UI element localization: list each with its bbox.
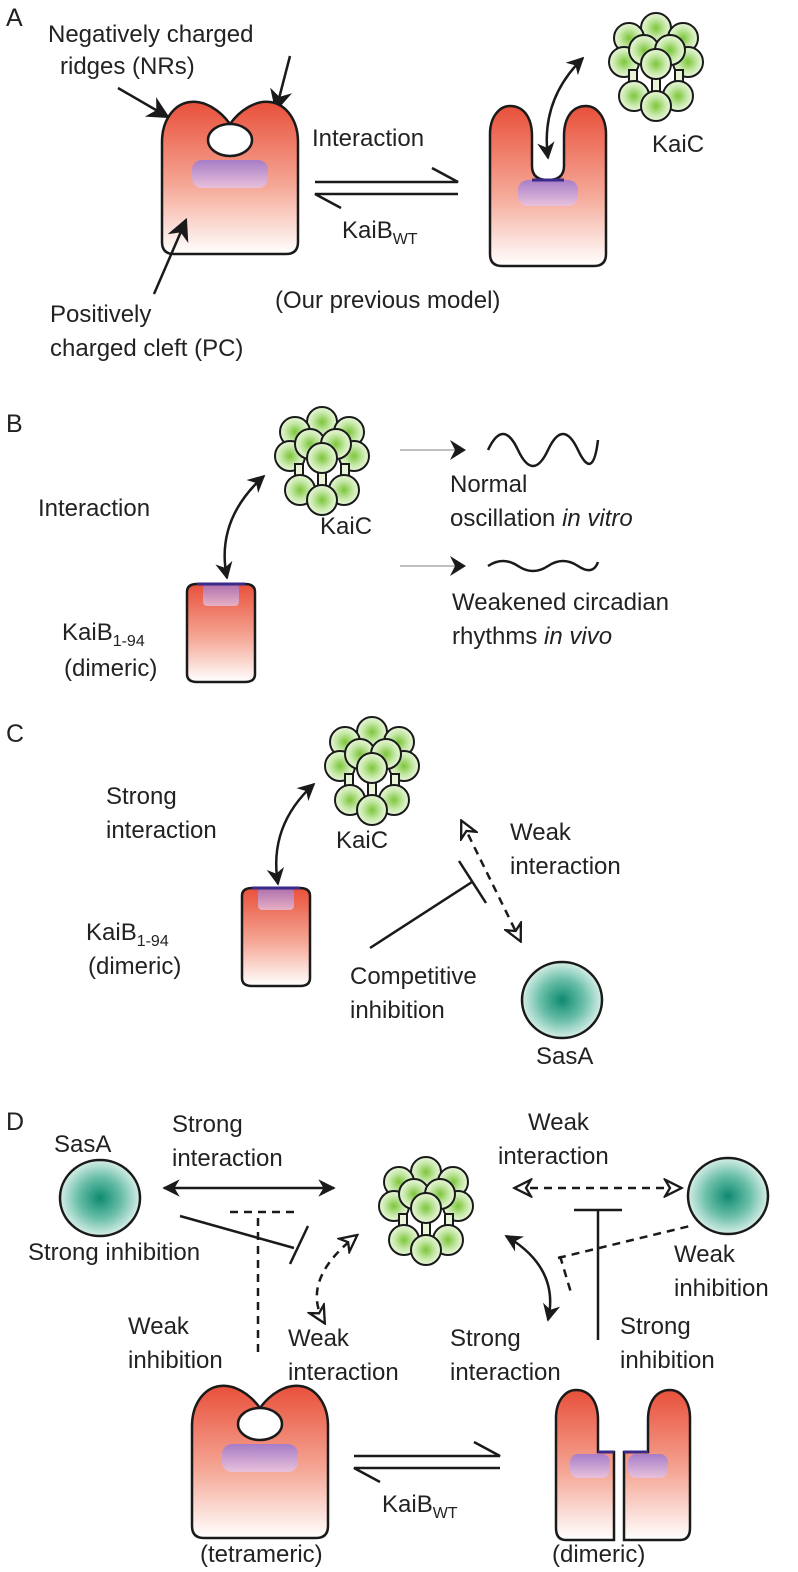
weak-inhib-left-line2: inhibition: [128, 1347, 223, 1374]
kaib-label-b: KaiB1-94: [62, 619, 145, 650]
weak-interaction-arrow-c: [462, 822, 520, 940]
forward-arrow-a: [315, 166, 459, 184]
weak-inhib-right-line1: Weak: [674, 1241, 736, 1268]
sasa-d-right: [686, 1156, 770, 1236]
competitive-inhibition-line: [369, 880, 473, 950]
nr-pointer-left: [117, 86, 170, 119]
kaib-label-a: KaiBWT: [342, 217, 418, 248]
weak-int-center-line2: interaction: [288, 1359, 399, 1386]
sasa-label-c: SasA: [536, 1043, 593, 1070]
forward-arrow-d: [354, 1440, 501, 1458]
panel-b: B KaiC Interaction KaiB1-94 (dimeric) No…: [6, 406, 669, 684]
weak-inhib-right-line2: inhibition: [674, 1275, 769, 1302]
strong-inhib-right-line2: inhibition: [620, 1347, 715, 1374]
weak-int-top-line2: interaction: [498, 1143, 609, 1170]
dimeric-label-b: (dimeric): [64, 655, 157, 682]
strong-inhib-right-line1: Strong: [620, 1313, 691, 1340]
kaic-hexamer-a: [608, 12, 704, 122]
dimeric-label-c: (dimeric): [88, 953, 181, 980]
weak-int-center-line1: Weak: [288, 1325, 350, 1352]
tetrameric-label-d: (tetrameric): [200, 1541, 323, 1568]
weakened-line2: rhythms in vivo: [452, 623, 612, 650]
nr-label-line1: Negatively charged: [48, 21, 253, 48]
strong-inhibition-label-d: Strong inhibition: [28, 1239, 200, 1266]
kaic-label-c: KaiC: [336, 827, 388, 854]
kaib-tetramer-d: [190, 1384, 330, 1540]
strong-int-line1: Strong: [106, 783, 177, 810]
kaic-hexamer-d: [378, 1156, 474, 1266]
model-note-a: (Our previous model): [275, 287, 500, 314]
pc-label-line2: charged cleft (PC): [50, 335, 243, 362]
nr-pointer-right: [270, 55, 292, 113]
kaib-dimer-c: [240, 886, 312, 988]
normal-line2: oscillation in vitro: [450, 505, 633, 532]
panel-d: D SasA Strong interaction Weak interacti…: [6, 1108, 770, 1568]
strong-interaction-curve-d: [504, 1234, 561, 1322]
panel-b-letter: B: [6, 410, 23, 438]
kaic-hexamer-b: [274, 406, 370, 516]
sasa-label-d-left: SasA: [54, 1131, 111, 1158]
kaic-binding-arrow-c: [266, 782, 316, 886]
panel-a: A Negatively charged ridges (NRs) Intera…: [6, 4, 704, 362]
outcome-arrowhead-weak: [450, 556, 466, 576]
normal-oscillation-wave: [486, 432, 600, 468]
weak-inhibition-right-line: [557, 1224, 691, 1260]
kaic-binding-arrow-a: [537, 56, 585, 160]
kaib-label-c: KaiB1-94: [86, 919, 169, 950]
weak-int-line2: interaction: [510, 853, 621, 880]
kaib-label-d: KaiBWT: [382, 1491, 458, 1522]
panel-c-letter: C: [6, 720, 24, 748]
weakened-oscillation-wave: [487, 559, 600, 573]
panel-a-letter: A: [6, 4, 23, 32]
competitive-line1: Competitive: [350, 963, 477, 990]
pc-label-line1: Positively: [50, 301, 151, 328]
kaic-binding-arrow-b: [215, 474, 266, 580]
weak-int-top-line1: Weak: [528, 1109, 590, 1136]
dimeric-label-d: (dimeric): [552, 1541, 645, 1568]
kaib-dimer-split-d: [554, 1388, 692, 1542]
outcome-arrowhead-normal: [450, 440, 466, 460]
normal-line1: Normal: [450, 471, 527, 498]
strong-inhibition-bar-d: [288, 1225, 310, 1265]
weak-int-line1: Weak: [510, 819, 572, 846]
strong-inhibition-line-d: [179, 1214, 295, 1250]
panel-d-letter: D: [6, 1108, 24, 1136]
nr-label-line2: ridges (NRs): [60, 53, 195, 80]
competitive-line2: inhibition: [350, 997, 445, 1024]
interaction-label-b: Interaction: [38, 495, 150, 522]
weak-inhib-left-line1: Weak: [128, 1313, 190, 1340]
strong-int-center-line2: interaction: [450, 1359, 561, 1386]
weak-inhibition-right-bar: [558, 1255, 574, 1297]
pc-pointer: [152, 217, 189, 295]
competitive-inhibition-bar: [457, 860, 488, 904]
panel-c: C KaiC Strong interaction KaiB1-94 (dime…: [6, 716, 621, 1070]
sasa-c: [520, 960, 604, 1040]
interaction-label-a: Interaction: [312, 125, 424, 152]
reverse-arrow-a: [314, 192, 458, 210]
strong-int-center-line1: Strong: [450, 1325, 521, 1352]
reverse-arrow-d: [353, 1466, 500, 1484]
sasa-d-left: [58, 1158, 142, 1238]
strong-int-top-line1: Strong: [172, 1111, 243, 1138]
weak-interaction-curve-d: [317, 1236, 356, 1322]
kaic-label-b: KaiC: [320, 513, 372, 540]
kaib-dimer-b: [185, 582, 257, 684]
kaic-label-a: KaiC: [652, 131, 704, 158]
strong-int-line2: interaction: [106, 817, 217, 844]
strong-int-top-line2: interaction: [172, 1145, 283, 1172]
kaic-hexamer-c: [324, 716, 420, 826]
weakened-line1: Weakened circadian: [452, 589, 669, 616]
